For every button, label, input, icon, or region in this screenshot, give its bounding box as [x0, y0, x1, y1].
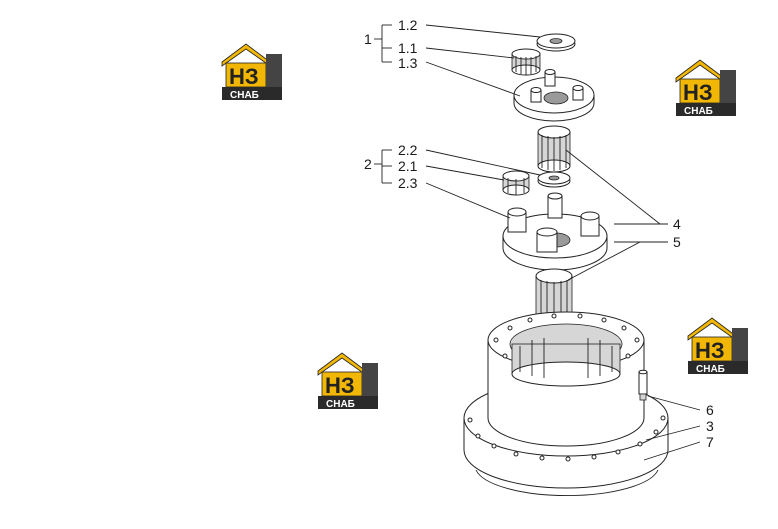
label-3: 3	[706, 418, 714, 434]
logo-word: СНАБ	[684, 106, 713, 117]
watermark-logo-3: НЗ СНАБ	[687, 317, 749, 375]
label-1-3: 1.3	[398, 55, 418, 71]
logo-word: СНАБ	[696, 364, 725, 375]
logo-letters: НЗ	[229, 64, 259, 89]
logo-letters: НЗ	[695, 338, 725, 363]
label-7: 7	[706, 434, 714, 450]
callout-labels: 1 1.2 1.1 1.3 2 2.2 2.1 2.3 4 5 6 3 7	[364, 17, 714, 450]
part-6-bolt	[638, 369, 648, 401]
part-2-2-washer	[537, 171, 571, 188]
logo-letters: НЗ	[683, 80, 713, 105]
label-2-2: 2.2	[398, 142, 418, 158]
logo-word: СНАБ	[230, 90, 259, 101]
part-7-oring	[475, 469, 659, 497]
watermark-logo-1: НЗ СНАБ	[221, 43, 283, 101]
logo-letters: НЗ	[325, 373, 355, 398]
label-1-2: 1.2	[398, 17, 418, 33]
label-group-1: 1	[364, 31, 372, 47]
watermark-logo-2: НЗ СНАБ	[675, 59, 737, 117]
label-group-2: 2	[364, 156, 372, 172]
part-5-gear-shaft	[535, 268, 573, 321]
part-2-1-gear	[502, 170, 530, 196]
logo-word: СНАБ	[326, 399, 355, 410]
part-3-housing	[463, 311, 669, 489]
part-1-1-gear	[511, 48, 541, 76]
leader-lines	[374, 24, 701, 461]
part-2-3-carrier	[502, 192, 608, 271]
label-2-3: 2.3	[398, 175, 418, 191]
watermark-logo-4: НЗ СНАБ	[317, 352, 379, 410]
label-6: 6	[706, 402, 714, 418]
part-1-2-washer	[536, 33, 576, 52]
label-1-1: 1.1	[398, 40, 418, 56]
label-4: 4	[673, 216, 681, 232]
label-5: 5	[673, 234, 681, 250]
part-1-3-carrier	[513, 69, 595, 122]
part-4-sun-gear	[537, 125, 571, 173]
label-2-1: 2.1	[398, 158, 418, 174]
